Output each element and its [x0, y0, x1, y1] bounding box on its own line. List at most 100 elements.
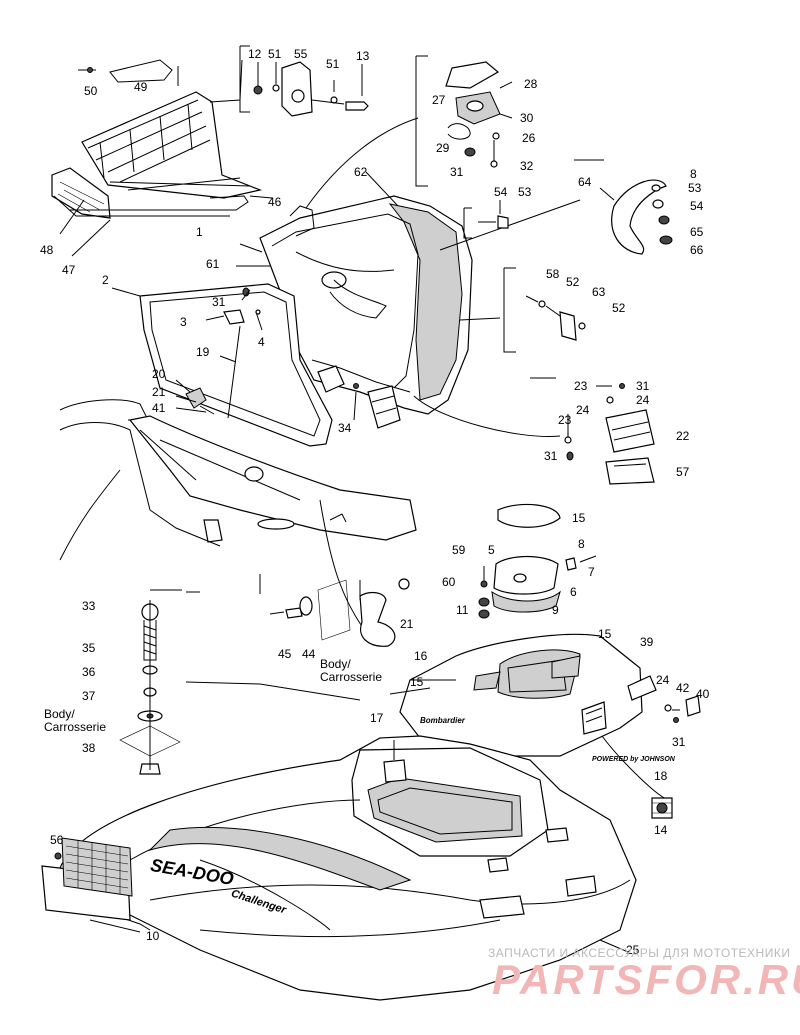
reflector-plate — [41, 837, 141, 933]
callout-40: 40 — [696, 687, 710, 701]
callout-4: 4 — [258, 335, 265, 349]
callout-44: 44 — [302, 647, 316, 661]
callout-8: 8 — [690, 167, 697, 181]
callout-15-hull: 15 — [598, 627, 612, 641]
callout-56: 56 — [50, 833, 64, 847]
callout-49: 49 — [134, 80, 148, 94]
hinge-22-57 — [530, 377, 655, 485]
body-label-2-line1: Body/ — [44, 707, 75, 721]
callout-15: 15 — [572, 511, 586, 525]
callout-21-bracket: 21 — [400, 617, 414, 631]
callout-51: 51 — [268, 47, 282, 61]
watermark-tagline: ЗАПЧАСТИ И АКСЕССУАРЫ ДЛЯ МОТОТЕХНИКИ — [488, 946, 791, 960]
callout-53: 53 — [518, 185, 532, 199]
hinge-bracket-parts — [239, 45, 369, 117]
callout-47: 47 — [62, 263, 76, 277]
bolt-54-53 — [463, 200, 509, 239]
callout-17: 17 — [370, 711, 384, 725]
callout-41: 41 — [152, 401, 166, 415]
powered-by-decal: POWERED by JOHNSON — [592, 756, 675, 763]
upper-deck-section — [59, 399, 417, 641]
grab-handle-64 — [574, 159, 673, 255]
callout-48: 48 — [40, 243, 54, 257]
callout-15-left: 15 — [410, 675, 424, 689]
rack-assembly — [51, 59, 273, 257]
latch-parts — [415, 55, 513, 187]
hull-brand-mark: Bombardier — [420, 716, 465, 725]
callout-42: 42 — [676, 681, 690, 695]
callout-10: 10 — [146, 929, 160, 943]
prop-rod-parts — [205, 287, 263, 419]
callout-31-rod: 31 — [212, 295, 226, 309]
callout-59: 59 — [452, 543, 466, 557]
callout-36: 36 — [82, 665, 96, 679]
callout-31-hull: 31 — [672, 735, 686, 749]
lid-gasket — [111, 283, 333, 447]
callout-2: 2 — [102, 273, 109, 287]
callout-61: 61 — [206, 257, 220, 271]
callout-32: 32 — [520, 159, 534, 173]
callout-24: 24 — [636, 393, 650, 407]
callout-3: 3 — [180, 315, 187, 329]
callout-46: 46 — [268, 195, 282, 209]
bolt-stack — [119, 589, 182, 775]
callout-54-handle: 54 — [690, 199, 704, 213]
callout-24-second: 24 — [576, 403, 590, 417]
callout-28: 28 — [524, 77, 538, 91]
callout-19: 19 — [196, 345, 210, 359]
callout-6: 6 — [570, 585, 577, 599]
bracket-63-parts — [503, 267, 586, 353]
callout-26: 26 — [522, 131, 536, 145]
callout-50: 50 — [84, 84, 98, 98]
body-label-2-line2: Carrosserie — [44, 720, 107, 734]
callout-45: 45 — [278, 647, 292, 661]
callout-66: 66 — [690, 243, 704, 257]
callout-23: 23 — [574, 379, 588, 393]
clip-parts — [175, 379, 215, 415]
callout-60: 60 — [442, 575, 456, 589]
callout-5: 5 — [488, 543, 495, 557]
callout-35: 35 — [82, 641, 96, 655]
callout-54: 54 — [494, 185, 508, 199]
callout-27: 27 — [432, 93, 446, 107]
callout-7: 7 — [588, 565, 595, 579]
hinge-34 — [317, 365, 401, 429]
body-label-1-line2: Carrosserie — [320, 670, 383, 684]
holder-bracket-parts — [259, 574, 410, 647]
storage-lid — [236, 117, 581, 438]
body-label-1-line1: Body/ — [320, 657, 351, 671]
storage-cup-parts — [478, 503, 597, 619]
front-storage-hull — [389, 633, 701, 801]
callout-8-cup: 8 — [578, 537, 585, 551]
watermark-logo: PARTSFOR.RU — [492, 956, 800, 1003]
callout-52-second: 52 — [612, 301, 626, 315]
callout-11: 11 — [456, 603, 469, 617]
callout-21: 21 — [152, 385, 166, 399]
callout-39: 39 — [640, 635, 654, 649]
callout-57: 57 — [676, 465, 690, 479]
callout-30: 30 — [520, 111, 534, 125]
callout-51-second: 51 — [326, 57, 340, 71]
callout-25: 25 — [626, 943, 640, 957]
callout-52: 52 — [566, 275, 580, 289]
callout-37: 37 — [82, 689, 96, 703]
callout-20: 20 — [152, 367, 166, 381]
callout-13: 13 — [356, 49, 370, 63]
callout-34: 34 — [338, 421, 352, 435]
decal-14 — [651, 797, 673, 819]
callout-12: 12 — [248, 47, 262, 61]
callout-18: 18 — [654, 769, 668, 783]
callout-31-hinge: 31 — [636, 379, 650, 393]
callout-31-latch: 31 — [450, 165, 464, 179]
callout-64: 64 — [578, 175, 592, 189]
hull-decal — [148, 826, 412, 931]
callout-24-hull: 24 — [656, 673, 670, 687]
callout-33: 33 — [82, 599, 96, 613]
callout-16: 16 — [414, 649, 428, 663]
callout-23-second: 23 — [558, 413, 572, 427]
callout-62: 62 — [354, 165, 368, 179]
callout-31-bottom: 31 — [544, 449, 558, 463]
callout-65: 65 — [690, 225, 704, 239]
